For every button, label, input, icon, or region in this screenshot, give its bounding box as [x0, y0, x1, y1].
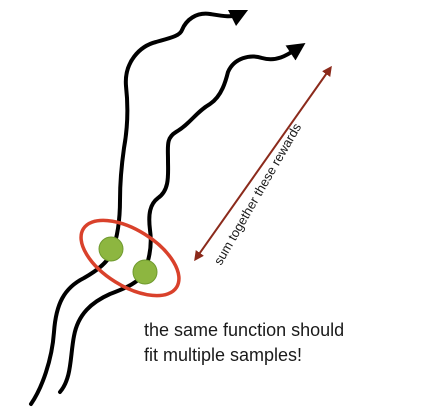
reward-sum-arrow	[194, 65, 332, 262]
trajectory-1-curve	[29, 9, 249, 406]
caption-line-2: fit multiple samples!	[144, 345, 303, 365]
state-marker-1	[98, 236, 124, 262]
caption-line-1: the same function should	[144, 320, 345, 340]
state-marker-2	[132, 259, 158, 285]
state-highlight-ellipse	[79, 218, 181, 298]
sum-rewards-label: sum together these rewards	[211, 120, 305, 267]
